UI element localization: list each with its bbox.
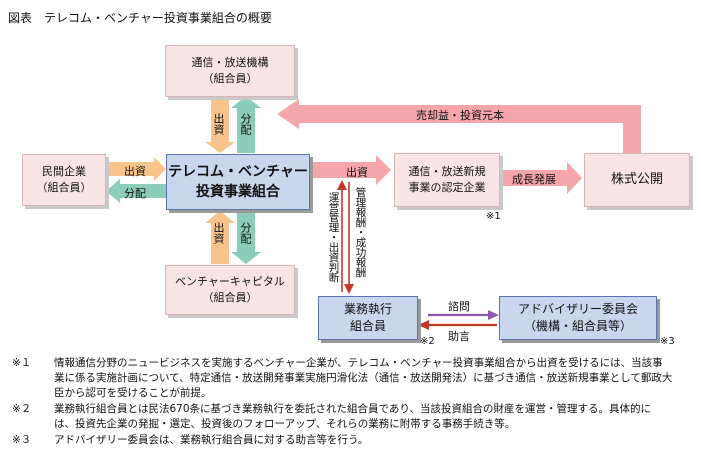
arrow-bottom-invest xyxy=(205,211,235,264)
footnote-2-line1: 業務執行組合員とは民法670条に基づき業務執行を委託された組合員であり、当該投資… xyxy=(54,403,652,415)
box-vc-line2: （組合員） xyxy=(202,291,258,304)
box-kabushiki-line1: 株式公開 xyxy=(610,171,663,187)
box-tsushin-line2: （組合員） xyxy=(202,72,258,85)
figure-title: 図表 テレコム・ベンチャー投資事業組合の概要 xyxy=(8,11,272,25)
star-marker-2: ※2 xyxy=(420,336,435,347)
label-mgmt-up: 運営管理・出資判断 xyxy=(327,192,340,282)
box-nintei-line1: 通信・放送新規 xyxy=(408,165,486,179)
box-nintei-kigyou: 通信・放送新規 事業の認定企業 xyxy=(394,153,500,207)
arrow-top-invest xyxy=(205,98,235,153)
box-advisory-line2: （機構・組合員等） xyxy=(523,319,632,333)
box-advisory-line1: アドバイザリー委員会 xyxy=(517,301,638,316)
box-fund-line2: 投資事業組合 xyxy=(196,184,280,200)
arrow-return-loop-body xyxy=(299,105,641,153)
box-gyomu-line1: 業務執行 xyxy=(343,301,392,316)
arrow-bottom-distribute xyxy=(231,211,261,264)
label-fund-invest: 出資 xyxy=(346,166,368,179)
box-kabushiki-koukai: 株式公開 xyxy=(584,153,690,207)
star-marker-1: ※1 xyxy=(486,211,501,222)
box-vc-line1: ベンチャーキャピタル xyxy=(175,275,285,289)
arrow-growth xyxy=(500,162,582,194)
arrow-mgmt-down-head xyxy=(344,284,354,294)
box-venture-capital: ベンチャーキャピタル （組合員） xyxy=(165,265,295,315)
arrow-consult-head xyxy=(488,310,499,320)
box-tsushin-housou-kikou: 通信・放送機構 （組合員） xyxy=(165,45,295,97)
box-telecom-venture-fund: テレコム・ベンチャー 投資事業組合 xyxy=(166,154,310,210)
star-marker-3: ※3 xyxy=(660,336,675,347)
footnote-2-mark: ※２ xyxy=(12,403,32,415)
footnote-2: ※２ 業務執行組合員とは民法670条に基づき業務執行を委託された組合員であり、当該… xyxy=(12,402,651,432)
label-mgmt-down: 管理報酬・成功報酬 xyxy=(354,187,367,277)
label-return: 売却益・投資元本 xyxy=(416,109,504,122)
footnote-3-mark: ※３ xyxy=(12,434,32,446)
label-top-distribute: 分配 xyxy=(239,113,252,135)
label-bottom-distribute: 分配 xyxy=(239,222,252,244)
box-nintei-line2: 事業の認定企業 xyxy=(408,181,486,194)
box-gyomu-line2: 組合員 xyxy=(349,319,386,333)
arrow-left-distribute xyxy=(106,179,166,203)
footnote-1-line3: 臣から認可を受けることが前提。 xyxy=(54,387,212,399)
footnote-2-line2: は、投資先企業の発掘・選定、投資後のフォローアップ、それらの業務に附帯する事務手… xyxy=(54,418,516,430)
box-advisory-committee: アドバイザリー委員会 （機構・組合員等） xyxy=(499,296,657,340)
label-growth: 成長発展 xyxy=(512,173,556,186)
footnote-1-mark: ※１ xyxy=(12,357,32,369)
label-bottom-invest: 出資 xyxy=(212,222,225,244)
label-left-distribute: 分配 xyxy=(124,187,146,200)
box-minkan-line1: 民間企業 xyxy=(42,165,86,179)
arrow-return-loop-head xyxy=(277,99,299,129)
arrow-mgmt-up-head xyxy=(337,180,347,190)
footnote-3: ※３ アドバイザリー委員会は、業務執行組合員に対する助言等を行う。 xyxy=(12,433,368,448)
arrow-advice-head xyxy=(418,320,429,330)
arrow-fund-to-company xyxy=(310,155,391,185)
box-fund-line1: テレコム・ベンチャー xyxy=(168,163,308,180)
label-advice: 助言 xyxy=(448,330,470,343)
footnote-1: ※１ 情報通信分野のニュービジネスを実施するベンチャー企業が、テレコム・ベンチャー… xyxy=(12,356,672,401)
arrow-left-invest xyxy=(106,157,166,181)
footnote-1-line1: 情報通信分野のニュービジネスを実施するベンチャー企業が、テレコム・ベンチャー投資… xyxy=(54,357,663,369)
footnote-3-line1: アドバイザリー委員会は、業務執行組合員に対する助言等を行う。 xyxy=(54,434,369,446)
arrow-top-distribute xyxy=(231,96,261,153)
box-tsushin-line1: 通信・放送機構 xyxy=(191,56,269,70)
footnote-1-line2: 業に係る実施計画について、特定通信・放送開発事業実施円滑化法（通信・放送開発法）… xyxy=(54,372,673,384)
box-minkan-line2: （組合員） xyxy=(36,181,92,194)
box-gyomu-shikkou: 業務執行 組合員 xyxy=(318,296,418,340)
label-left-invest: 出資 xyxy=(124,165,146,178)
box-minkan-kigyou: 民間企業 （組合員） xyxy=(22,154,106,206)
label-top-invest: 出資 xyxy=(212,113,225,135)
label-consult: 諮問 xyxy=(448,300,470,313)
